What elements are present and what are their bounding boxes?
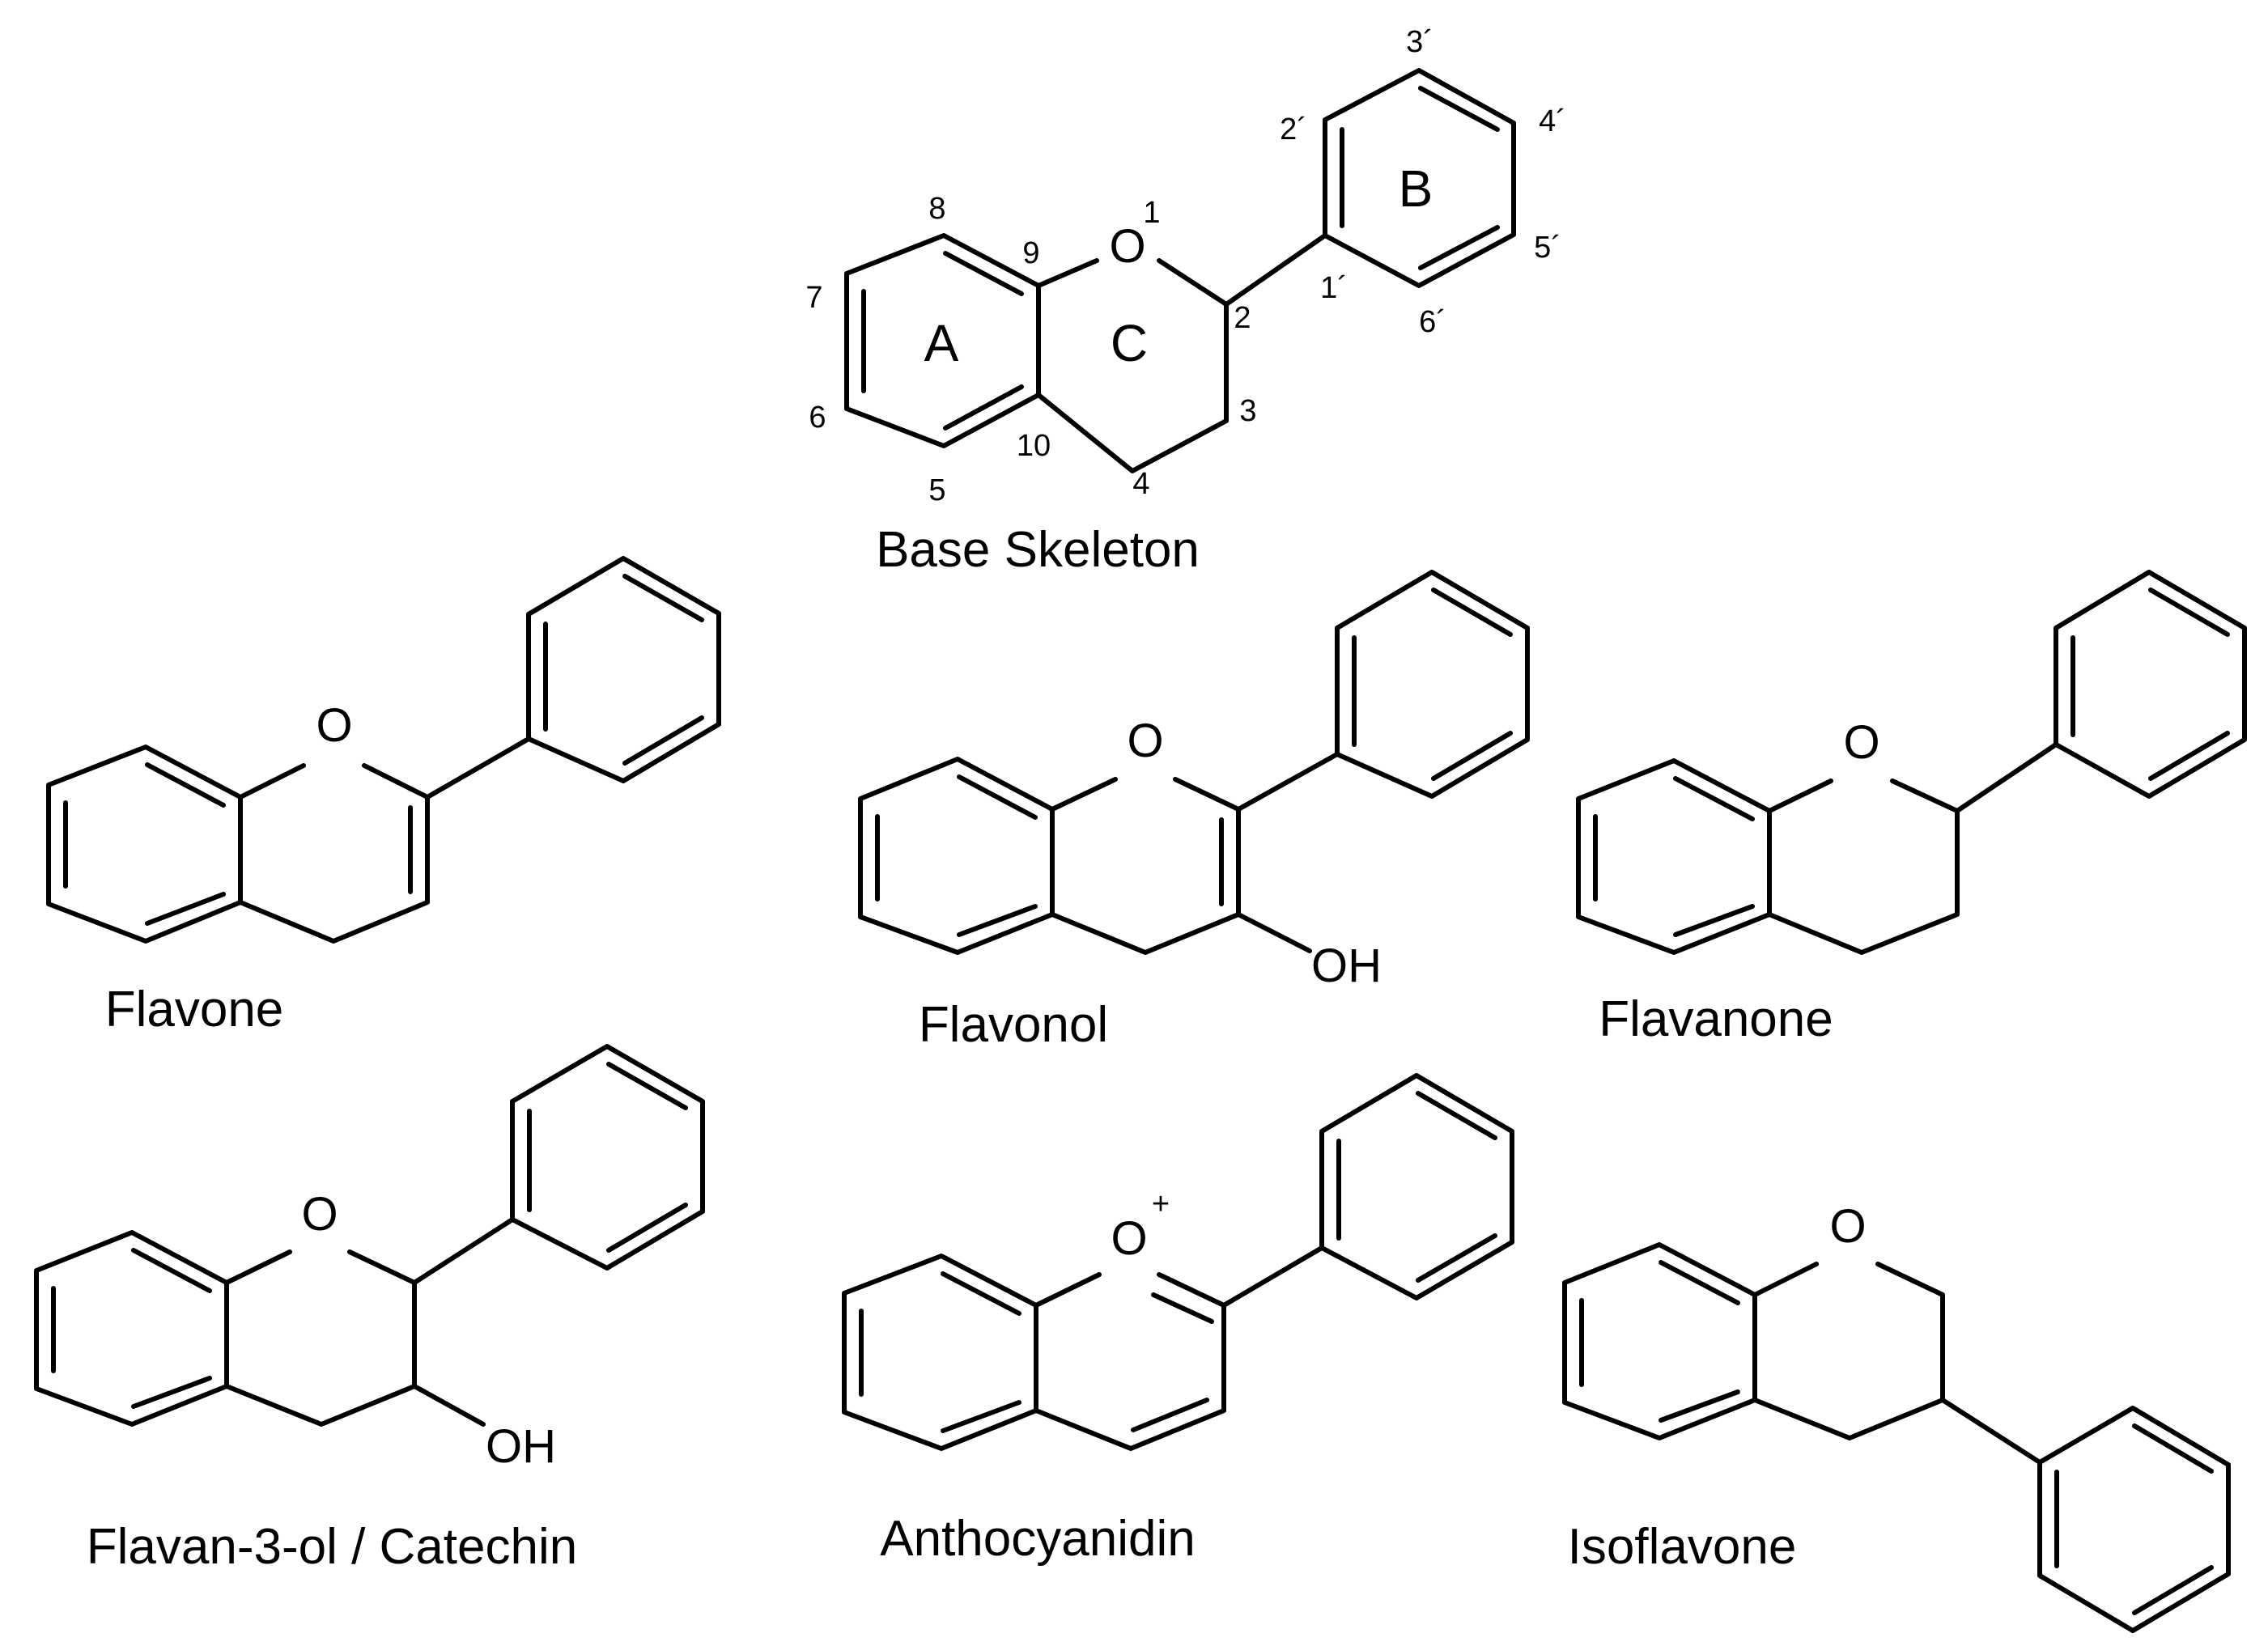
oxygen-atom: O <box>1127 715 1163 767</box>
position-8-label: 8 <box>928 192 945 226</box>
hydroxyl-group: OH <box>1311 940 1382 992</box>
position-6-label: 6 <box>809 401 826 435</box>
position-4-label: 4 <box>1132 467 1149 501</box>
flavone-structure: O Flavone <box>46 556 721 1037</box>
position-9-label: 9 <box>1022 236 1039 270</box>
oxygen-atom: O <box>1109 220 1145 273</box>
oxygen-atom: O <box>1111 1212 1147 1265</box>
hydroxyl-group: OH <box>486 1420 556 1473</box>
position-5-label: 5 <box>928 473 945 507</box>
oxygen-atom: O <box>316 699 352 752</box>
flavone-label: Flavone <box>105 982 284 1037</box>
position-1-label: 1 <box>1143 196 1160 230</box>
position-7-label: 7 <box>805 281 822 315</box>
anthocyanidin-label: Anthocyanidin <box>880 1511 1196 1567</box>
position-10-label: 10 <box>1017 429 1051 463</box>
anthocyanidin-structure: O + Anthocyanidin <box>842 1073 1514 1567</box>
position-5-prime-label: 5´ <box>1534 231 1561 265</box>
position-4-prime-label: 4´ <box>1539 104 1566 138</box>
flavanone-structure: O Flavanone <box>1576 570 2247 1047</box>
base-skeleton-title: Base Skeleton <box>876 522 1200 578</box>
ring-a-label: A <box>924 314 959 372</box>
oxygen-atom: O <box>1843 716 1879 769</box>
position-1-prime-label: 1´ <box>1320 271 1348 305</box>
isoflavone-label: Isoflavone <box>1568 1519 1797 1575</box>
flavonol-label: Flavonol <box>919 997 1108 1053</box>
flavan-3-ol-structure: O OH Flavan-3-ol / Catechin <box>34 1044 705 1575</box>
position-3-prime-label: 3´ <box>1406 25 1433 59</box>
position-3-label: 3 <box>1239 394 1256 428</box>
oxygen-atom: O <box>1829 1200 1866 1253</box>
flavanone-label: Flavanone <box>1599 991 1833 1047</box>
position-2-prime-label: 2´ <box>1280 112 1307 146</box>
oxygen-atom: O <box>301 1188 338 1241</box>
flavonol-structure: O OH Flavonol <box>858 570 1530 1053</box>
isoflavone-structure: O Isoflavone <box>1562 1200 2231 1633</box>
ring-c-label: C <box>1111 314 1148 372</box>
ring-b-label: B <box>1399 159 1433 218</box>
base-skeleton-structure: O A B C 1 2 3 4 5 6 7 8 9 10 1´ 2´ 3´ 4´… <box>805 25 1565 578</box>
position-2-label: 2 <box>1234 301 1251 335</box>
flavan-3-ol-label: Flavan-3-ol / Catechin <box>87 1519 578 1575</box>
positive-charge: + <box>1152 1187 1170 1221</box>
position-6-prime-label: 6´ <box>1419 305 1446 339</box>
